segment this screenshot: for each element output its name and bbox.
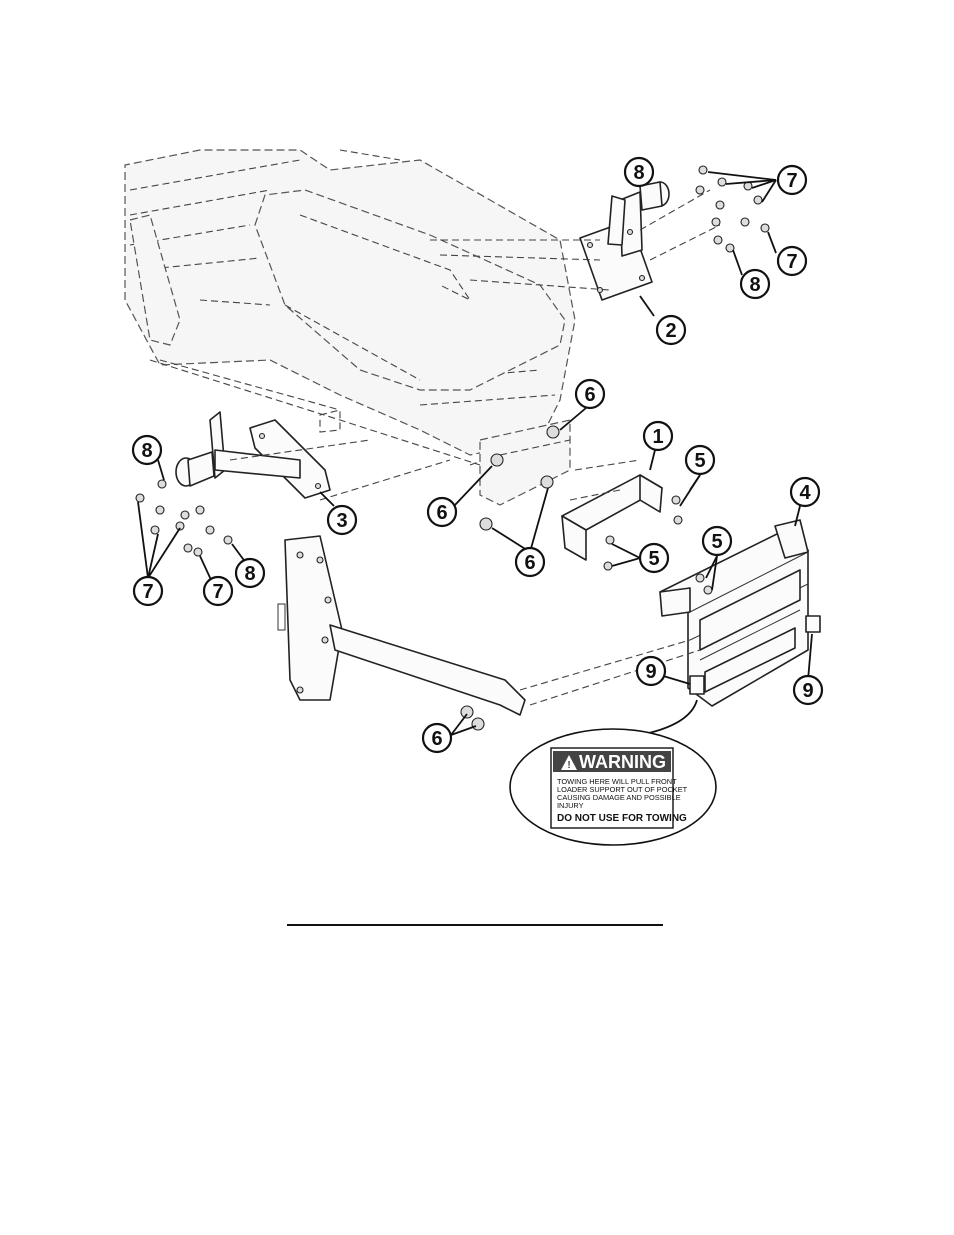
callout-label: 7 — [212, 581, 223, 603]
callout-label: 7 — [786, 251, 797, 273]
svg-text:!: ! — [567, 760, 570, 771]
front-grille-guard — [660, 520, 820, 706]
callout-label: 6 — [436, 502, 447, 524]
callout-6: 6 — [576, 380, 604, 408]
callout-7: 7 — [778, 166, 806, 194]
callout-1: 1 — [644, 422, 672, 450]
callout-3: 3 — [328, 506, 356, 534]
callout-label: 6 — [584, 384, 595, 406]
callout-label: 4 — [799, 482, 811, 504]
warning-decal-detail: ! WARNING TOWING HERE WILL PULL FRONT LO… — [510, 700, 716, 845]
callout-6: 6 — [516, 548, 544, 576]
callout-label: 9 — [802, 680, 813, 702]
callout-2: 2 — [657, 316, 685, 344]
callout-8: 8 — [133, 436, 161, 464]
hardware-bolts-left — [136, 480, 232, 556]
callout-9: 9 — [637, 657, 665, 685]
callout-label: 8 — [749, 274, 760, 296]
callout-label: 6 — [431, 728, 442, 750]
horizontal-rule — [287, 924, 663, 926]
callout-label: 6 — [524, 552, 535, 574]
callout-label: 8 — [633, 162, 644, 184]
callout-label: 5 — [711, 531, 722, 553]
callout-label: 7 — [142, 581, 153, 603]
callout-6: 6 — [423, 724, 451, 752]
warning-heading: WARNING — [579, 752, 666, 772]
callout-label: 7 — [786, 170, 797, 192]
callout-4: 4 — [791, 478, 819, 506]
callout-9: 9 — [794, 676, 822, 704]
callout-8: 8 — [741, 270, 769, 298]
callout-5: 5 — [703, 527, 731, 555]
hardware-bolts-upper — [696, 166, 769, 252]
tractor-body-phantom — [125, 150, 575, 505]
pivot-bracket-right — [580, 182, 669, 300]
warning-footer: DO NOT USE FOR TOWING — [557, 813, 687, 824]
callout-7: 7 — [204, 577, 232, 605]
callout-6: 6 — [428, 498, 456, 526]
loader-side-frame — [278, 536, 525, 715]
callout-7: 7 — [778, 247, 806, 275]
callout-7: 7 — [134, 577, 162, 605]
callout-label: 9 — [645, 661, 656, 683]
callout-label: 5 — [648, 548, 659, 570]
callout-label: 1 — [652, 426, 663, 448]
callout-label: 3 — [336, 510, 347, 532]
callout-5: 5 — [686, 446, 714, 474]
callout-5: 5 — [640, 544, 668, 572]
warning-body-line: INJURY — [557, 801, 584, 810]
callout-8: 8 — [236, 559, 264, 587]
callout-label: 8 — [141, 440, 152, 462]
callout-label: 2 — [665, 320, 676, 342]
callout-label: 5 — [694, 450, 705, 472]
pivot-bracket-left — [176, 412, 330, 498]
callout-label: 8 — [244, 563, 255, 585]
callout-8: 8 — [625, 158, 653, 186]
